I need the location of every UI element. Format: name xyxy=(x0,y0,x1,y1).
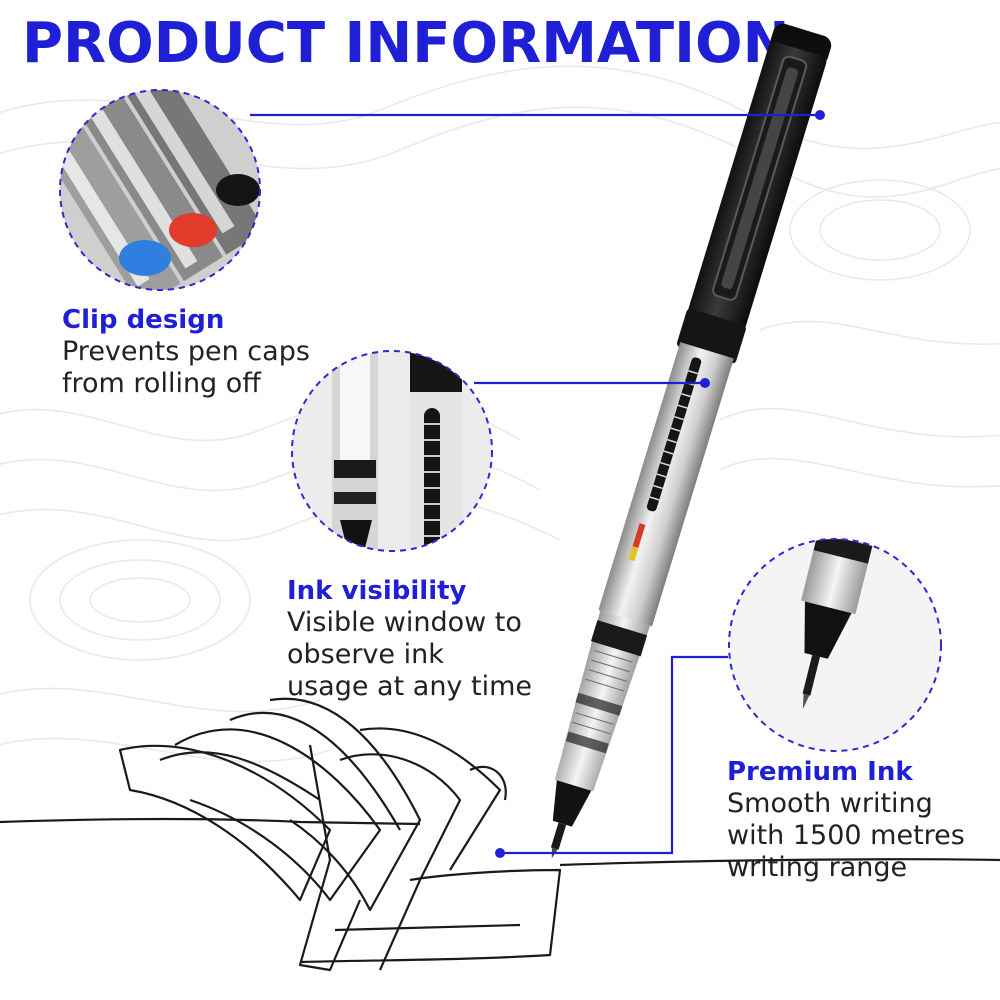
feature-premium-ink: Premium Ink Smooth writing with 1500 met… xyxy=(727,756,965,884)
feature-description-line: Smooth writing xyxy=(727,788,933,819)
feature-description-line: Prevents pen caps xyxy=(62,336,310,367)
feature-description-line: Visible window to xyxy=(287,607,522,638)
ink-window-closeup-image xyxy=(291,350,493,552)
feature-heading: Premium Ink xyxy=(727,757,913,787)
feature-description-line: with 1500 metres xyxy=(727,820,965,851)
pen-illustration xyxy=(550,23,832,859)
feature-ink-visibility: Ink visibility Visible window to observe… xyxy=(287,575,532,703)
feature-heading: Ink visibility xyxy=(287,576,467,606)
connector-lines xyxy=(250,113,820,855)
feature-description: Prevents pen caps from rolling off xyxy=(62,336,310,400)
feature-description-line: usage at any time xyxy=(287,671,532,702)
book-illustration xyxy=(0,697,1000,972)
feature-description-line: writing range xyxy=(727,852,908,883)
caps-closeup-image xyxy=(59,89,261,291)
page-title: PRODUCT INFORMATION xyxy=(22,11,790,76)
feature-heading: Clip design xyxy=(62,305,225,335)
tip-closeup-image xyxy=(728,538,942,752)
feature-description: Smooth writing with 1500 metres writing … xyxy=(727,788,965,884)
feature-description-line: observe ink xyxy=(287,639,444,670)
feature-description-line: from rolling off xyxy=(62,368,261,399)
feature-clip-design: Clip design Prevents pen caps from rolli… xyxy=(62,304,310,400)
feature-description: Visible window to observe ink usage at a… xyxy=(287,607,532,703)
